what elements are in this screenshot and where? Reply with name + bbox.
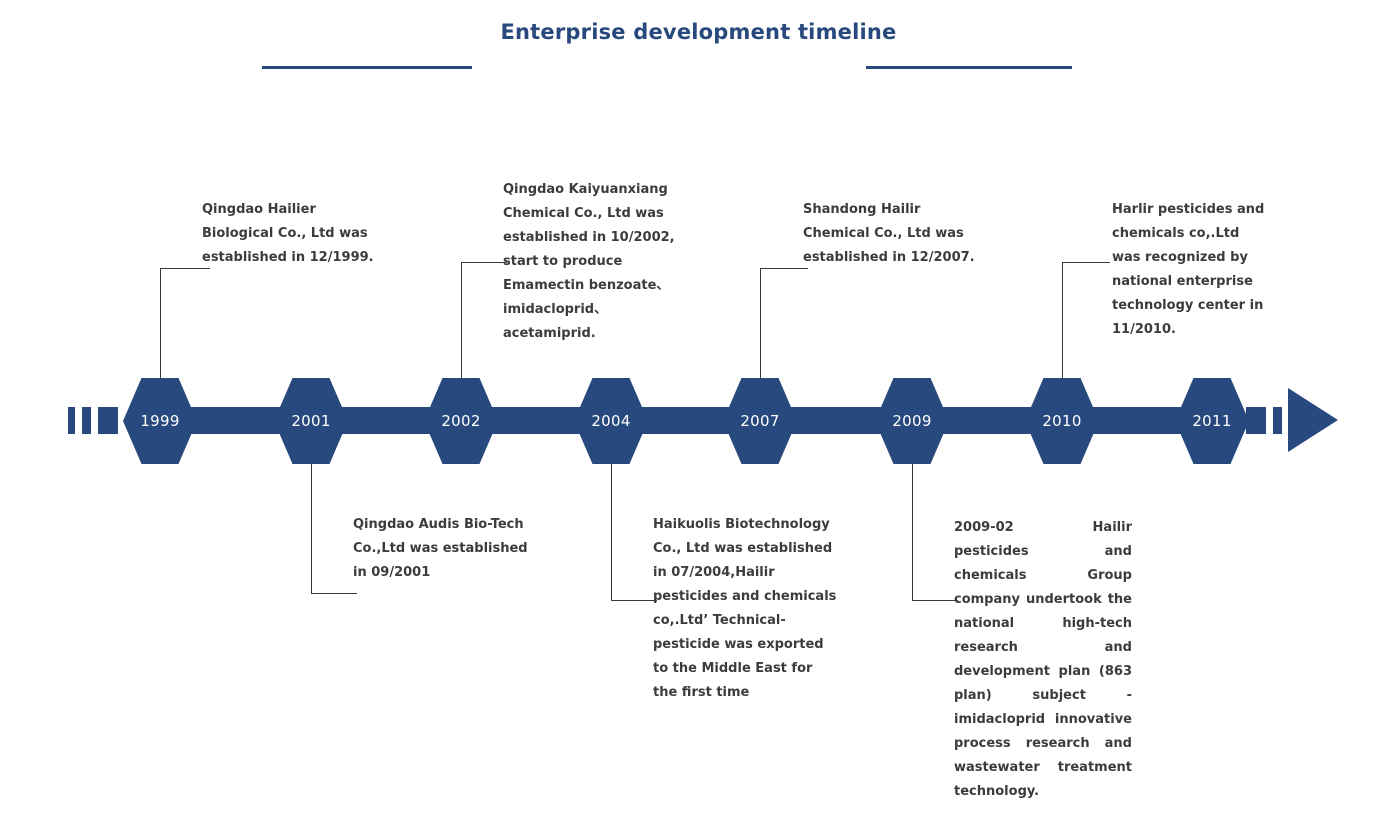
node-year-label: 2002 <box>441 412 481 430</box>
timeline-start-dash-2 <box>82 407 91 434</box>
connector-vertical-2009 <box>912 462 913 601</box>
node-year-label: 2010 <box>1042 412 1082 430</box>
connector-vertical-2001 <box>311 462 312 594</box>
connector-vertical-2010 <box>1062 262 1063 380</box>
timeline-node-2002[interactable]: 2002 <box>424 378 498 464</box>
timeline-node-2007[interactable]: 2007 <box>723 378 797 464</box>
connector-vertical-2002 <box>461 262 462 380</box>
event-caption-2010: Harlir pesticides and chemicals co,.Ltd … <box>1112 202 1265 337</box>
timeline-node-2011[interactable]: 2011 <box>1175 378 1249 464</box>
timeline-end-dash-1 <box>1246 407 1266 434</box>
timeline-graphic: 1999 2001 2002 2004 2007 2009 2010 2011 … <box>68 182 1338 799</box>
timeline-arrow-icon <box>1288 388 1338 452</box>
connector-horizontal-2001 <box>311 593 357 594</box>
connector-horizontal-2002 <box>461 262 507 263</box>
node-year-label: 2011 <box>1192 412 1232 430</box>
node-year-label: 1999 <box>140 412 180 430</box>
timeline-node-2001[interactable]: 2001 <box>274 378 348 464</box>
timeline-end-dash-2 <box>1273 407 1282 434</box>
hexagon-shape <box>123 378 197 464</box>
event-caption-2007: Shandong Hailir Chemical Co., Ltd was es… <box>803 202 975 265</box>
node-year-label: 2009 <box>892 412 932 430</box>
event-caption-1999: Qingdao Hailier Biological Co., Ltd was … <box>202 202 374 265</box>
event-caption-2001: Qingdao Audis Bio-Tech Co.,Ltd was estab… <box>353 517 528 580</box>
node-year-label: 2007 <box>740 412 780 430</box>
connector-horizontal-2010 <box>1062 262 1110 263</box>
hexagon-shape <box>424 378 498 464</box>
node-year-label: 2004 <box>591 412 631 430</box>
event-caption-2009: 2009-02 Hailir pesticides and chemicals … <box>954 520 1132 799</box>
connector-horizontal-2007 <box>760 268 808 269</box>
timeline-node-2010[interactable]: 2010 <box>1025 378 1099 464</box>
title-divider-left <box>262 66 472 69</box>
page-title: Enterprise development timeline <box>500 20 897 44</box>
timeline-node-2004[interactable]: 2004 <box>574 378 648 464</box>
event-caption-2004: Haikuolis Biotechnology Co., Ltd was est… <box>653 517 837 700</box>
connector-horizontal-2009 <box>912 600 958 601</box>
timeline-node-1999[interactable]: 1999 <box>123 378 197 464</box>
page-header: Enterprise development timeline <box>0 20 1397 69</box>
connector-horizontal-2004 <box>611 600 657 601</box>
hexagon-shape <box>274 378 348 464</box>
event-caption-2002: Qingdao Kaiyuanxiang Chemical Co., Ltd w… <box>503 182 675 341</box>
connector-vertical-2007 <box>760 268 761 380</box>
timeline-start-dash-3 <box>98 407 118 434</box>
connector-vertical-1999 <box>160 268 161 380</box>
connector-horizontal-1999 <box>160 268 210 269</box>
hexagon-shape <box>1025 378 1099 464</box>
connector-vertical-2004 <box>611 462 612 601</box>
timeline-node-2009[interactable]: 2009 <box>875 378 949 464</box>
node-year-label: 2001 <box>291 412 331 430</box>
timeline-start-dash-1 <box>68 407 75 434</box>
title-divider-right <box>866 66 1072 69</box>
hexagon-shape <box>1175 378 1249 464</box>
